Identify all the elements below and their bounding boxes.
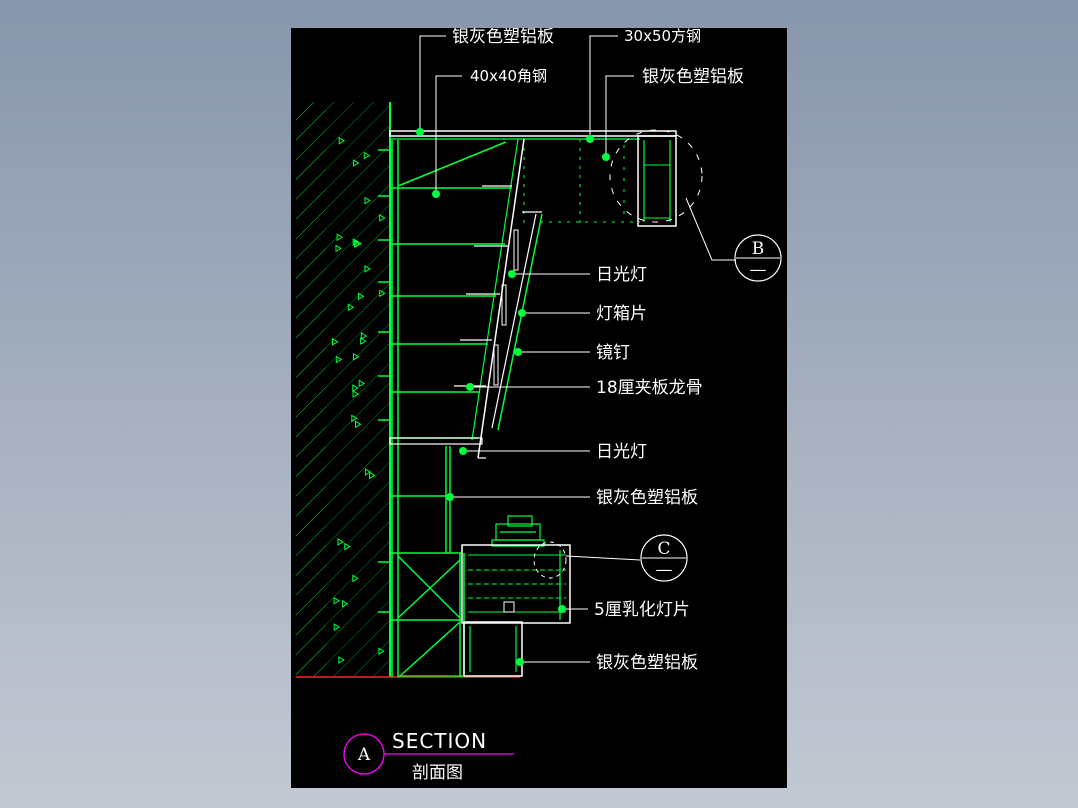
- aggregate-mark: [364, 264, 371, 273]
- aggregate-mark: [341, 599, 349, 608]
- section-title-block: A SECTION 剖面图: [343, 729, 514, 783]
- aggregate-mark: [364, 468, 372, 476]
- aggregate-mark: [368, 471, 376, 480]
- aggregate-mark: [353, 240, 361, 248]
- aggregate-mark: [335, 355, 343, 364]
- concrete-aggregate-marks: [331, 136, 386, 664]
- aggregate-mark: [358, 379, 366, 388]
- section-subtitle: 剖面图: [412, 763, 463, 783]
- aggregate-mark: [378, 647, 385, 656]
- aggregate-mark: [360, 332, 368, 340]
- label-square-steel: 30x50方钢: [624, 27, 701, 45]
- aggregate-mark: [347, 303, 355, 312]
- wall-hatch: [296, 102, 391, 677]
- aggregate-mark: [379, 214, 386, 222]
- leader-lines: [419, 35, 736, 663]
- steel-frame: [390, 140, 512, 677]
- label-lightbox-sheet: 灯箱片: [596, 304, 647, 324]
- detail-marker-c-dash: —: [656, 560, 673, 580]
- label-top-panel: 银灰色塑铝板: [452, 27, 554, 47]
- leader-dots: [416, 128, 610, 666]
- aggregate-mark: [357, 292, 365, 301]
- aggregate-mark: [352, 384, 359, 393]
- detail-marker-b[interactable]: B —: [734, 234, 782, 282]
- aggregate-mark: [338, 656, 345, 664]
- detail-marker-c[interactable]: C —: [640, 534, 688, 582]
- aggregate-mark: [336, 233, 344, 242]
- aggregate-mark: [335, 244, 342, 253]
- label-angle-steel: 40x40角钢: [470, 67, 547, 85]
- aggregate-mark: [360, 337, 367, 345]
- base-cabinet: [398, 621, 523, 677]
- section-marker-letter: A: [357, 745, 371, 765]
- aggregate-mark: [351, 414, 358, 423]
- label-plywood-keel: 18厘夹板龙骨: [596, 378, 703, 398]
- aggregate-mark: [352, 574, 359, 583]
- aggregate-mark: [363, 151, 371, 160]
- aggregate-mark: [352, 238, 360, 246]
- label-right-panel: 银灰色塑铝板: [642, 67, 744, 87]
- detail-marker-b-letter: B: [752, 239, 765, 259]
- aggregate-mark: [333, 623, 341, 631]
- aggregate-mark: [331, 337, 339, 346]
- aggregate-mark: [352, 352, 360, 361]
- aggregate-mark: [338, 136, 346, 145]
- label-bottom-panel: 银灰色塑铝板: [596, 653, 698, 673]
- wall-anchors: [378, 149, 392, 613]
- label-fluorescent-1: 日光灯: [596, 265, 647, 285]
- label-emulsion-sheet: 5厘乳化灯片: [594, 600, 690, 620]
- aggregate-mark: [355, 420, 362, 429]
- detail-marker-c-letter: C: [657, 539, 670, 559]
- label-mirror-nail: 镜钉: [596, 343, 630, 363]
- sloped-lightbox: [389, 138, 543, 459]
- aggregate-mark: [352, 390, 360, 398]
- aggregate-mark: [337, 538, 344, 546]
- label-middle-panel: 银灰色塑铝板: [596, 488, 698, 508]
- detail-marker-b-dash: —: [750, 260, 767, 280]
- aggregate-mark: [333, 596, 341, 605]
- aggregate-mark: [344, 542, 351, 551]
- lower-lightbox: [461, 541, 571, 624]
- aggregate-mark: [364, 196, 371, 205]
- aggregate-mark: [352, 159, 360, 167]
- section-title: SECTION: [392, 729, 487, 753]
- top-canopy: [389, 129, 703, 227]
- label-fluorescent-2: 日光灯: [596, 442, 647, 462]
- aggregate-mark: [379, 289, 386, 298]
- cash-register-icon: [491, 515, 545, 547]
